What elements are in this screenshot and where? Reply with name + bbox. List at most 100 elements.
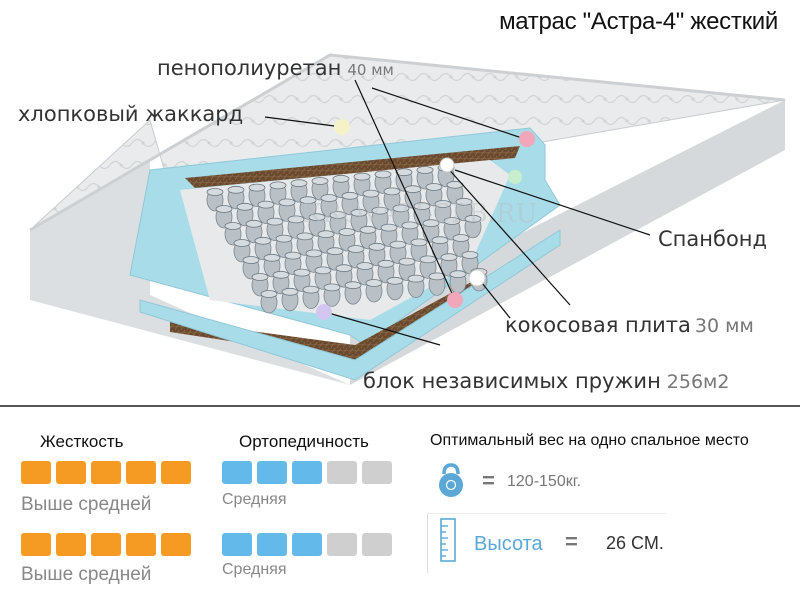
spring-top — [368, 242, 386, 251]
marker-cotton — [334, 119, 350, 135]
spring-top — [374, 170, 392, 179]
mattress-front-side — [30, 120, 350, 385]
orthopedic-title: Ортопедичность — [239, 432, 369, 451]
spring-top — [302, 285, 320, 294]
rating-square-filled — [126, 533, 156, 556]
orthopedic-text: Средняя — [222, 491, 287, 508]
spring-top — [323, 283, 341, 292]
spring-top — [377, 259, 395, 268]
spring-top — [296, 232, 314, 241]
spring-top — [359, 225, 377, 234]
label-coco-value: 30 мм — [694, 315, 754, 337]
marker-springs — [316, 304, 332, 320]
label-foam-text: пенополиуретан — [157, 56, 342, 80]
spring-top — [371, 206, 389, 215]
weight-title: Оптимальный вес на одно спальное место — [430, 432, 749, 449]
rating-square-filled — [91, 533, 121, 556]
spring-top — [266, 217, 284, 226]
spring-top — [341, 191, 359, 200]
rating-square-filled — [91, 461, 121, 484]
hardness-text: Выше средней — [21, 564, 152, 585]
hardness-title: Жесткость — [40, 432, 124, 451]
spring-top — [404, 185, 422, 194]
hardness-scale — [21, 533, 191, 556]
orthopedic-scale — [222, 461, 392, 484]
marker-foam — [519, 131, 535, 147]
orthopedic-text: Средняя — [222, 561, 287, 578]
spring-top — [350, 208, 368, 217]
rating-square-empty — [362, 533, 392, 556]
rating-square-filled — [222, 461, 252, 484]
spring-top — [344, 281, 362, 290]
spring-top — [431, 236, 449, 245]
weight-value: 120-150кг. — [507, 473, 582, 490]
spring-top — [308, 213, 326, 222]
spring-top — [281, 287, 299, 296]
spring-top — [443, 217, 461, 225]
spring-top — [236, 202, 254, 211]
spring-top — [434, 200, 452, 208]
spring-top — [245, 219, 263, 228]
spring-top — [407, 274, 425, 283]
height-value: 26 СМ. — [606, 533, 664, 553]
spring-top — [299, 196, 317, 205]
spring-top — [398, 257, 416, 266]
orthopedic-scale — [222, 533, 392, 556]
height-box-left — [427, 513, 428, 573]
spring-top — [356, 262, 374, 270]
spring-top — [401, 221, 419, 230]
spring-top — [389, 240, 407, 249]
rating-square-filled — [292, 461, 322, 484]
label-springs-text: блок независимых пружин — [363, 369, 661, 393]
rating-square-filled — [292, 533, 322, 556]
spring-top — [455, 197, 473, 206]
spring-top — [425, 183, 443, 191]
label-foam-value: 40 мм — [347, 61, 394, 79]
ruler-icon — [440, 518, 456, 562]
spring-top — [440, 253, 458, 262]
rating-square-filled — [161, 533, 191, 556]
rating-square-filled — [21, 533, 51, 556]
height-label: Высота — [474, 533, 543, 555]
spring-top — [305, 249, 323, 258]
section-divider — [0, 405, 800, 407]
rating-square-filled — [257, 461, 287, 484]
spring-top — [215, 205, 233, 213]
spring-top — [335, 264, 353, 273]
rating-square-filled — [56, 461, 86, 484]
spring-top — [287, 215, 305, 224]
spring-top — [329, 211, 347, 219]
spring-top — [257, 200, 275, 209]
rating-square-empty — [327, 533, 357, 556]
marker-spunbond — [508, 170, 522, 184]
spring-top — [410, 238, 428, 247]
spring-top — [317, 230, 335, 239]
spring-top — [260, 290, 278, 298]
height-box-top — [427, 513, 667, 514]
marker-coco — [468, 269, 486, 287]
spring-top — [392, 204, 410, 213]
spring-top — [395, 168, 413, 177]
spring-top — [413, 202, 431, 211]
spring-top — [224, 222, 242, 230]
spring-top — [275, 234, 293, 243]
spring-top — [338, 228, 356, 236]
spring-top — [353, 172, 371, 181]
spring-top — [365, 279, 383, 287]
spring-top — [464, 214, 482, 223]
label-springs-value: 256м2 — [666, 371, 730, 393]
kettlebell-icon — [439, 463, 463, 497]
spring-top — [449, 270, 467, 279]
rating-square-filled — [21, 461, 51, 484]
spring-top — [269, 181, 287, 190]
label-spunbond: Спанбонд — [658, 227, 768, 251]
spring-top — [386, 276, 404, 285]
spring-top — [311, 177, 329, 185]
spring-top — [362, 189, 380, 198]
watermark: KROVATI-SPB.RU — [303, 199, 538, 229]
spring-top — [332, 174, 350, 183]
label-coco-text: кокосовая плита — [505, 313, 691, 337]
label-foam: пенополиуретан 40 мм — [157, 56, 394, 80]
spring-top — [293, 268, 311, 277]
